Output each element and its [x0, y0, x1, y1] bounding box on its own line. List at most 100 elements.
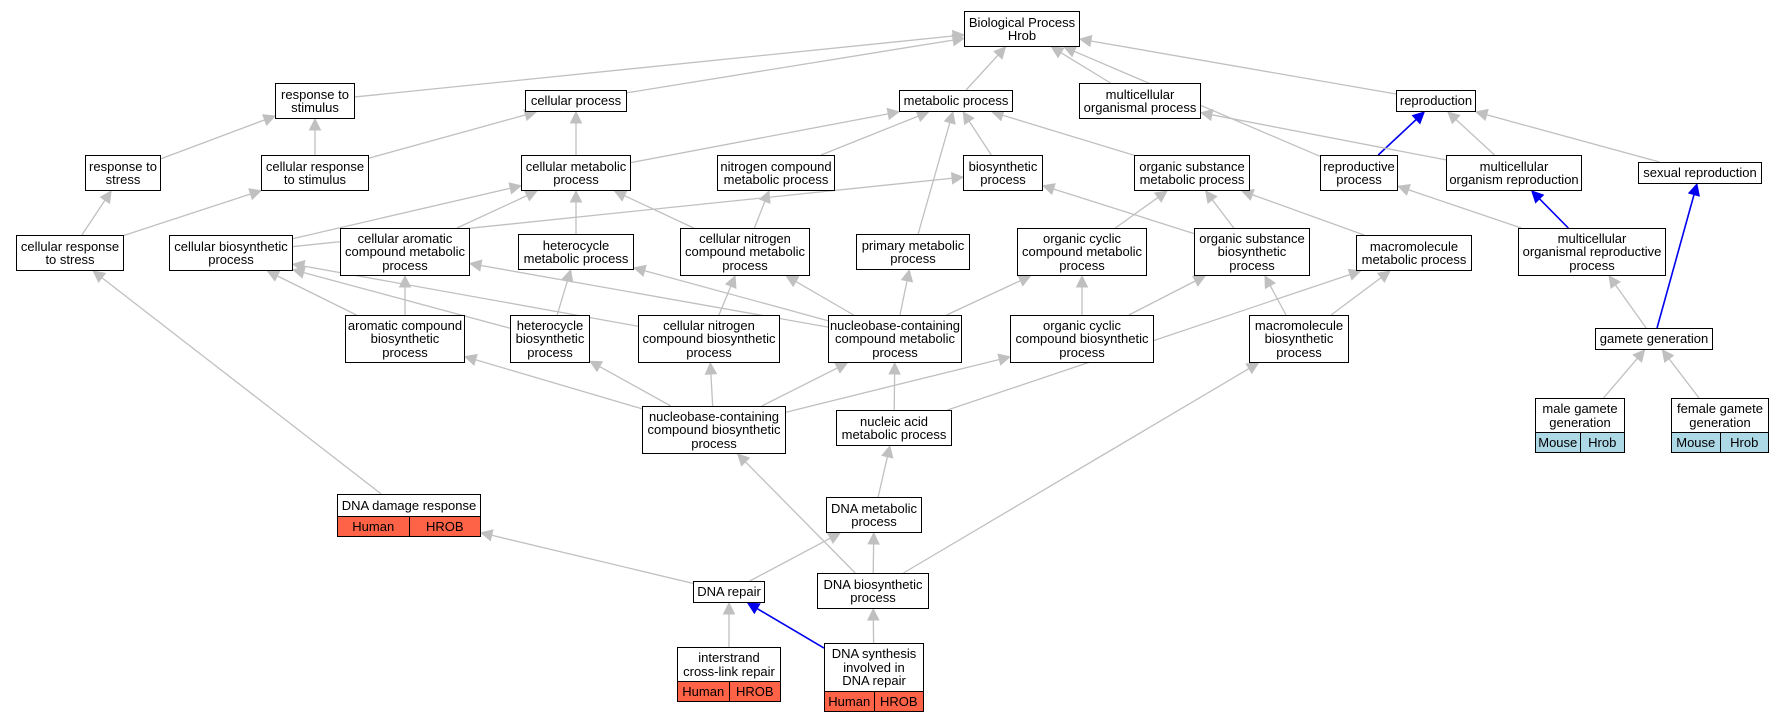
arrowhead: [291, 259, 306, 273]
arrowhead: [1078, 34, 1093, 48]
go-term-node-org-sub-metab[interactable]: organic substance metabolic process: [1134, 155, 1250, 191]
go-term-node-interstrand[interactable]: interstrand cross-link repair: [677, 647, 781, 681]
go-term-label: macromolecule metabolic process: [1361, 238, 1467, 267]
go-term-node-biosynth[interactable]: biosynthetic process: [963, 155, 1043, 191]
go-term-node-male-gamete[interactable]: male gamete generation: [1535, 398, 1625, 432]
arrowhead: [886, 107, 901, 121]
go-term-label: DNA metabolic process: [831, 500, 917, 529]
go-term-node-dna-damage[interactable]: DNA damage response: [337, 494, 481, 516]
arrowhead: [704, 361, 718, 375]
go-term-node-org-sub-biosynth[interactable]: organic substance biosynthetic process: [1194, 228, 1310, 276]
go-term-label: response to stress: [89, 158, 157, 187]
arrowhead: [523, 190, 539, 202]
arrowhead: [785, 275, 800, 288]
go-term-node-multi-org-repro[interactable]: multicellular organism reproduction: [1446, 155, 1582, 191]
go-term-node-arom-biosynth[interactable]: aromatic compound biosynthetic process: [345, 315, 465, 363]
edge-biosynth-to-metab: [968, 120, 992, 156]
go-term-node-resp-stress[interactable]: response to stress: [85, 155, 161, 191]
go-term-node-cell-biosynth[interactable]: cellular biosynthetic process: [169, 235, 293, 271]
go-term-node-macro-metab[interactable]: macromolecule metabolic process: [1356, 235, 1472, 271]
go-term-node-org-cyc-metab[interactable]: organic cyclic compound metabolic proces…: [1017, 228, 1147, 276]
go-term-node-dna-biosynth[interactable]: DNA biosynthetic process: [817, 573, 929, 609]
arrowhead: [1204, 190, 1218, 204]
go-term-node-metab[interactable]: metabolic process: [899, 90, 1013, 112]
annotation-badge-hrob[interactable]: HROB: [408, 517, 480, 536]
go-term-node-nucleobase-biosynth[interactable]: nucleobase-containing compound biosynthe…: [642, 406, 786, 454]
go-term-node-gamete-gen[interactable]: gamete generation: [1595, 328, 1713, 350]
edge-nucleobase_biosynth-to-cell_nitro_biosynth: [710, 373, 714, 407]
annotation-badge-hrob[interactable]: HROB: [873, 692, 923, 711]
go-term-node-prim-metab[interactable]: primary metabolic process: [856, 234, 970, 270]
go-term-node-bp[interactable]: Biological Process Hrob: [964, 11, 1080, 47]
arrowhead: [758, 189, 771, 205]
annotation-badge-hrob[interactable]: Hrob: [1579, 433, 1624, 452]
edge-arom_biosynth-to-cell_biosynth: [276, 275, 357, 316]
edge-nucleobase_biosynth-to-arom_biosynth: [475, 359, 643, 410]
go-term-node-repro[interactable]: reproduction: [1396, 90, 1476, 112]
go-term-label: organic cyclic compound metabolic proces…: [1022, 230, 1142, 273]
go-term-node-multi-org[interactable]: multicellular organismal process: [1079, 83, 1201, 119]
edge-cell_nitro_biosynth-to-cell_nitro_metab: [718, 285, 732, 316]
annotation-badge-human[interactable]: Human: [338, 517, 409, 536]
arrowhead: [308, 117, 322, 131]
go-term-label: primary metabolic process: [861, 237, 965, 266]
go-term-node-org-cyc-biosynth[interactable]: organic cyclic compound biosynthetic pro…: [1010, 315, 1154, 363]
arrowhead: [826, 532, 842, 544]
go-term-label: cellular biosynthetic process: [174, 238, 288, 267]
edge-cell_metab-to-metab: [630, 113, 889, 164]
go-term-node-multi-repro-proc[interactable]: multicellular organismal reproductive pr…: [1518, 228, 1666, 276]
go-term-node-dna-metab[interactable]: DNA metabolic process: [826, 497, 922, 533]
arrowhead: [1199, 108, 1214, 122]
go-term-node-cell-proc[interactable]: cellular process: [525, 90, 627, 112]
go-term-node-dna-repair[interactable]: DNA repair: [693, 581, 765, 603]
annotation-badge-human[interactable]: Human: [825, 692, 874, 711]
go-term-node-female-gamete[interactable]: female gamete generation: [1671, 398, 1769, 432]
go-term-node-sex-repro[interactable]: sexual reproduction: [1638, 162, 1762, 184]
edge-macro_biosynth-to-macro_metab: [1330, 277, 1382, 316]
go-term-label: organic substance metabolic process: [1139, 158, 1245, 187]
annotation-badge-human[interactable]: Human: [678, 682, 729, 701]
arrowhead: [99, 190, 112, 205]
go-term-node-cell-resp-stress[interactable]: cellular response to stress: [16, 235, 124, 271]
annotation-badge-mouse[interactable]: Mouse: [1536, 433, 1580, 452]
arrowhead: [1264, 275, 1276, 290]
annotation-badge-mouse[interactable]: Mouse: [1672, 433, 1720, 452]
go-term-node-nucleic-metab[interactable]: nucleic acid metabolic process: [836, 410, 952, 446]
edge-resp_stress-to-resp_stim: [160, 119, 265, 160]
go-term-label: biosynthetic process: [968, 158, 1038, 187]
arrowhead: [1396, 183, 1411, 196]
go-term-node-cell-nitro-metab[interactable]: cellular nitrogen compound metabolic pro…: [680, 228, 810, 276]
arrowhead: [1661, 349, 1675, 363]
go-term-node-cell-resp-stim[interactable]: cellular response to stimulus: [261, 155, 369, 191]
go-term-node-dna-synth-repair[interactable]: DNA synthesis involved in DNA repair: [824, 643, 924, 691]
go-term-node-macro-biosynth[interactable]: macromolecule biosynthetic process: [1249, 315, 1349, 363]
edge-nucleobase_biosynth-to-nucleobase_metab: [761, 367, 838, 407]
edge-nitro_metab-to-metab: [820, 115, 919, 156]
edge-cell_nitro_metab-to-cell_metab: [624, 195, 694, 229]
go-term-node-nucleobase-metab[interactable]: nucleobase-containing compound metabolic…: [828, 315, 962, 363]
go-term-node-cell-metab[interactable]: cellular metabolic process: [521, 155, 631, 191]
arrowhead: [1017, 275, 1032, 287]
go-term-node-nitro-metab[interactable]: nitrogen compound metabolic process: [717, 155, 835, 191]
go-term-label: Biological Process Hrob: [968, 14, 1076, 43]
go-term-label: cellular response to stress: [20, 238, 120, 267]
go-term-node-hetero-metab[interactable]: heterocycle metabolic process: [518, 234, 634, 270]
go-term-label: interstrand cross-link repair: [683, 650, 775, 679]
go-term-node-cell-nitro-biosynth[interactable]: cellular nitrogen compound biosynthetic …: [638, 315, 780, 363]
arrowhead: [915, 110, 930, 123]
annotation-badge-hrob[interactable]: HROB: [728, 682, 780, 701]
arrowhead: [746, 602, 761, 615]
arrowhead: [834, 362, 849, 374]
go-term-node-hetero-biosynth[interactable]: heterocycle biosynthetic process: [510, 315, 590, 363]
edge-gamete_gen-to-multi_repro_proc: [1614, 284, 1647, 329]
go-term-node-repro-proc[interactable]: reproductive process: [1320, 155, 1398, 191]
edge-dna_synth_repair-to-dna_repair: [756, 607, 825, 649]
go-term-label: organic substance biosynthetic process: [1199, 230, 1305, 273]
annotation-badge-hrob[interactable]: Hrob: [1719, 433, 1768, 452]
go-term-node-cell-arom[interactable]: cellular aromatic compound metabolic pro…: [340, 228, 470, 276]
go-term-node-resp-stim[interactable]: response to stimulus: [275, 83, 355, 119]
edge-multi_org_repro-to-multi_org: [1211, 114, 1447, 161]
edge-metab-to-bp: [965, 54, 999, 91]
